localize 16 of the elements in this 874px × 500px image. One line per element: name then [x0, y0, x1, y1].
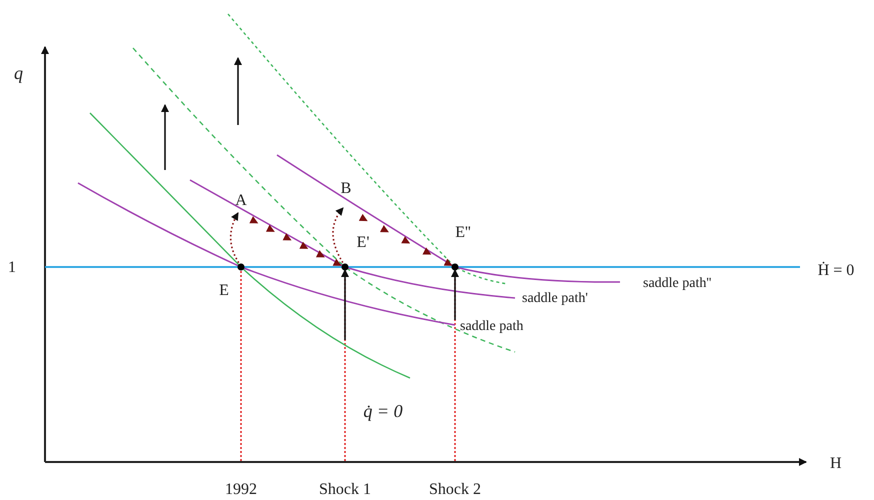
curve-label: saddle path'' — [643, 275, 712, 293]
point-label: A — [235, 192, 247, 210]
tick-label: Shock 2 — [429, 481, 481, 499]
point-label: E'' — [455, 224, 471, 242]
tick-label: Shock 1 — [319, 481, 371, 499]
curve-label: q̇ = 0 — [363, 400, 403, 422]
point-label: E — [219, 282, 229, 300]
curve-label: saddle path' — [522, 290, 588, 308]
curve-label: saddle path — [460, 318, 524, 336]
point-label: E' — [356, 234, 370, 252]
curve-label: Ḣ = 0 — [818, 262, 854, 280]
tick-label: 1 — [8, 259, 16, 277]
axis-label: H — [830, 455, 842, 473]
axis-label: q — [14, 62, 23, 84]
tick-label: 1992 — [225, 481, 257, 499]
point-label: B — [340, 180, 352, 198]
